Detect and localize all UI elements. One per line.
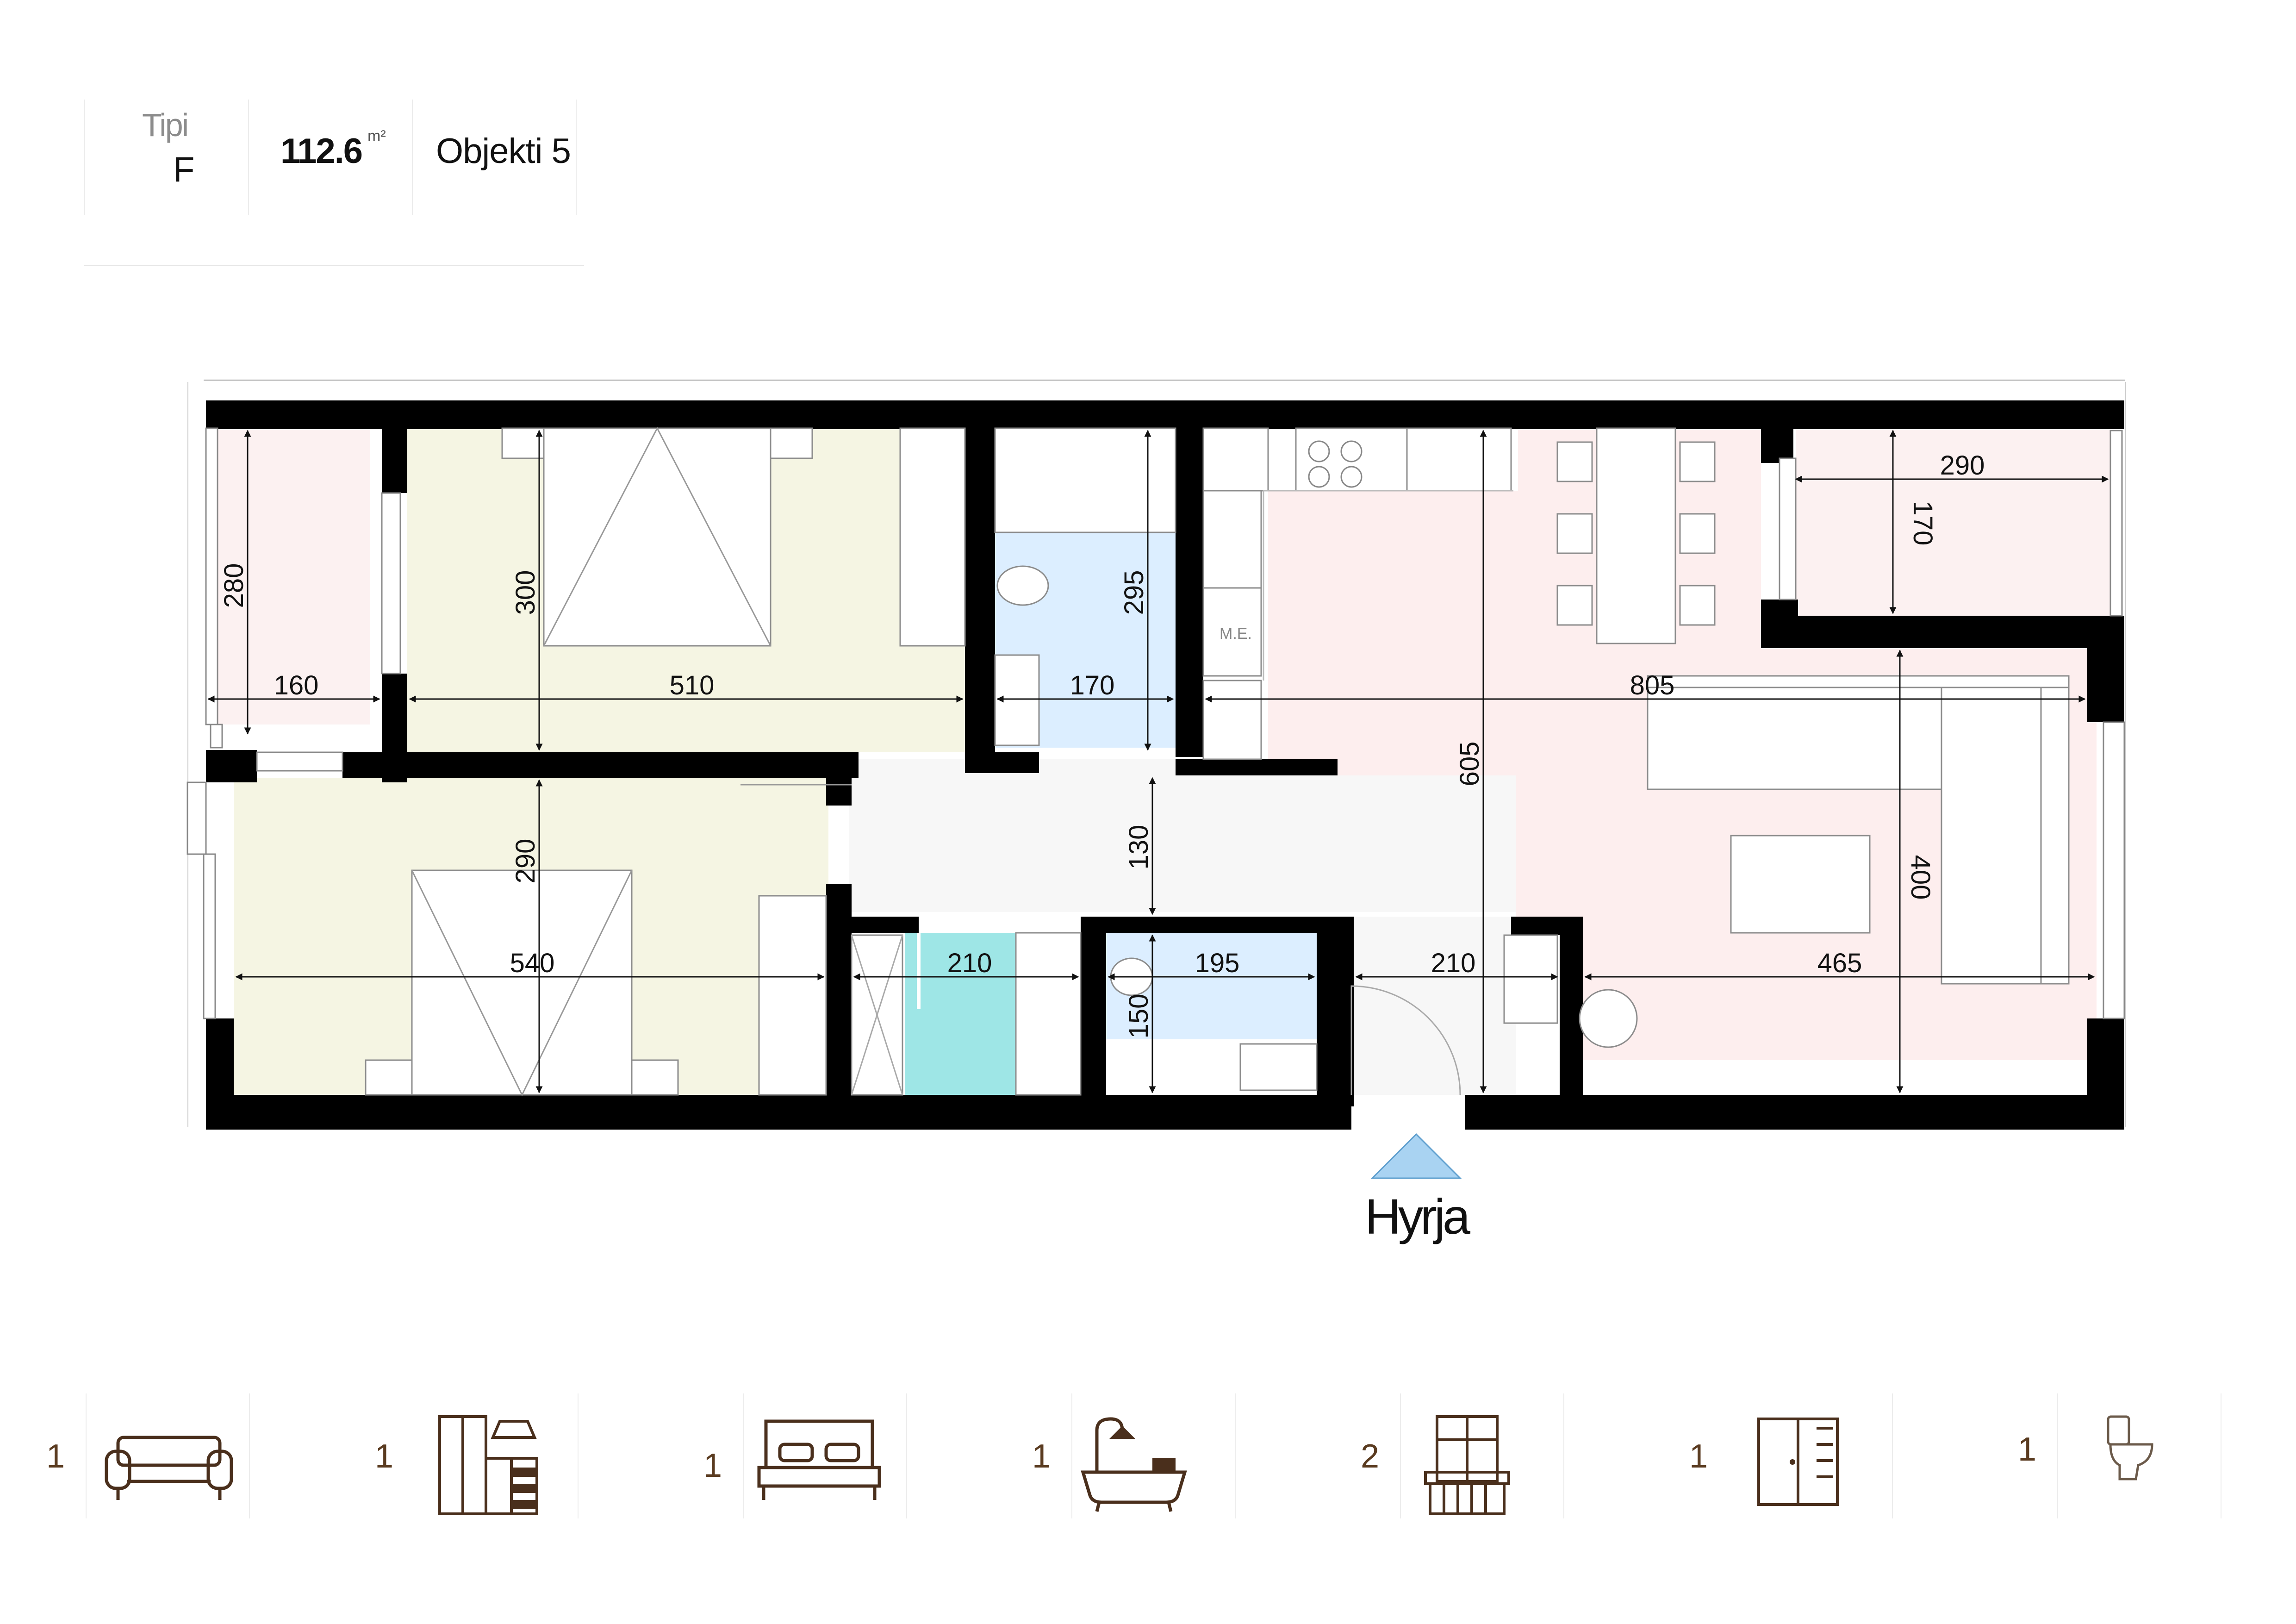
header-divider <box>84 100 85 215</box>
dim-bath-1-width: 170 <box>1070 670 1115 700</box>
feature-count: 1 <box>703 1447 722 1484</box>
dim-balcony-left-width: 160 <box>274 670 319 700</box>
dim-hall-height: 130 <box>1124 825 1154 870</box>
feature-divider <box>743 1393 744 1518</box>
bed-2-cover <box>411 870 633 1097</box>
windows <box>187 427 2125 1019</box>
bed-1-cover <box>543 426 772 646</box>
feature-bed: 1 <box>703 1393 1027 1518</box>
dim-wc-width: 195 <box>1195 948 1240 978</box>
dim-balcony-right-width: 290 <box>1940 450 1985 481</box>
wardrobe-icon <box>1757 1418 1839 1506</box>
feature-bathtub: 1 <box>1032 1393 1356 1518</box>
toilet-icon <box>2107 1415 2153 1480</box>
dim-living-width: 805 <box>1630 670 1675 700</box>
feature-count: 1 <box>1689 1438 1708 1475</box>
balcony-right-floor <box>1796 428 2110 616</box>
dim-wc-height: 150 <box>1124 994 1154 1039</box>
type-value: F <box>173 150 195 189</box>
feature-count: 1 <box>375 1438 394 1475</box>
feature-divider <box>1400 1393 1401 1518</box>
feature-divider <box>249 1393 250 1518</box>
bathtub-icon <box>1081 1417 1187 1512</box>
feature-count: 1 <box>1032 1438 1051 1475</box>
dim-kitchen-height: 605 <box>1455 742 1485 787</box>
type-label: Tipi <box>142 107 189 143</box>
meter-label: M.E. <box>1220 625 1252 643</box>
dim-balcony-right-height: 170 <box>1908 501 1938 546</box>
floor-plan: M.E. 280 160 300 510 295 170 605 805 290… <box>187 380 2126 1244</box>
feature-count: 1 <box>46 1438 65 1475</box>
bed-icon <box>757 1419 881 1500</box>
header-divider <box>412 100 413 215</box>
entrance-door <box>1350 985 1461 1095</box>
header-underline <box>84 265 584 266</box>
stove-burners <box>1308 440 1363 488</box>
dim-living-height: 400 <box>1905 855 1935 900</box>
roof-outline <box>204 380 2125 381</box>
dim-bedroom-2-height: 290 <box>510 839 541 884</box>
feature-sofa: 1 <box>46 1393 370 1518</box>
kitchen-icon <box>438 1415 538 1515</box>
area-value: 112.6 <box>280 131 363 171</box>
feature-divider <box>906 1393 907 1518</box>
roof-outline <box>187 382 188 1127</box>
dim-bedroom-2-width: 540 <box>510 948 555 978</box>
dim-bedroom-1-width: 510 <box>670 670 715 700</box>
dimension-lines <box>207 430 2109 1093</box>
dim-closet-width: 210 <box>947 948 992 978</box>
feature-toilet: 1 <box>2018 1393 2296 1518</box>
dim-balcony-left-height: 280 <box>219 563 249 608</box>
entrance-label: Hyrja <box>1365 1188 1471 1244</box>
entrance-arrow-icon <box>1370 1133 1462 1179</box>
shower-floor <box>905 933 1016 1095</box>
dim-entry-width: 210 <box>1431 948 1476 978</box>
building-label: Objekti 5 <box>436 131 571 171</box>
sofa-icon <box>105 1436 233 1500</box>
header: Tipi F 112.6 m² Objekti 5 <box>84 95 584 266</box>
dim-bath-1-height: 295 <box>1119 570 1149 615</box>
entry-floor <box>1349 917 1516 1095</box>
roof-outline <box>2125 382 2126 1127</box>
header-divider <box>576 100 577 215</box>
balcony-icon <box>1424 1415 1510 1515</box>
balcony-left-floor <box>218 428 370 725</box>
area-unit: m² <box>367 127 386 145</box>
header-divider <box>248 100 249 215</box>
kitchen-counter <box>1263 490 1513 681</box>
walls <box>206 400 2124 1130</box>
dim-bedroom-1-height: 300 <box>510 570 541 615</box>
dimension-labels: 280 160 300 510 295 170 605 805 290 170 … <box>219 450 1985 1038</box>
hall-floor <box>849 759 1516 912</box>
feature-divider <box>1235 1393 1236 1518</box>
feature-kitchen: 1 <box>375 1393 699 1518</box>
feature-count: 1 <box>2018 1431 2037 1468</box>
feature-balcony: 2 <box>1361 1393 1685 1518</box>
furniture <box>365 427 2070 1096</box>
feature-divider <box>1563 1393 1564 1518</box>
feature-divider <box>578 1393 579 1518</box>
feature-count: 2 <box>1361 1438 1380 1475</box>
shower-cross <box>851 935 903 1095</box>
feature-divider <box>1071 1393 1072 1518</box>
feature-divider <box>86 1393 87 1518</box>
feature-divider <box>2057 1393 2058 1518</box>
dim-living-lower-width: 465 <box>1817 948 1862 978</box>
feature-divider <box>1892 1393 1893 1518</box>
feature-wardrobe: 1 <box>1689 1393 2013 1518</box>
